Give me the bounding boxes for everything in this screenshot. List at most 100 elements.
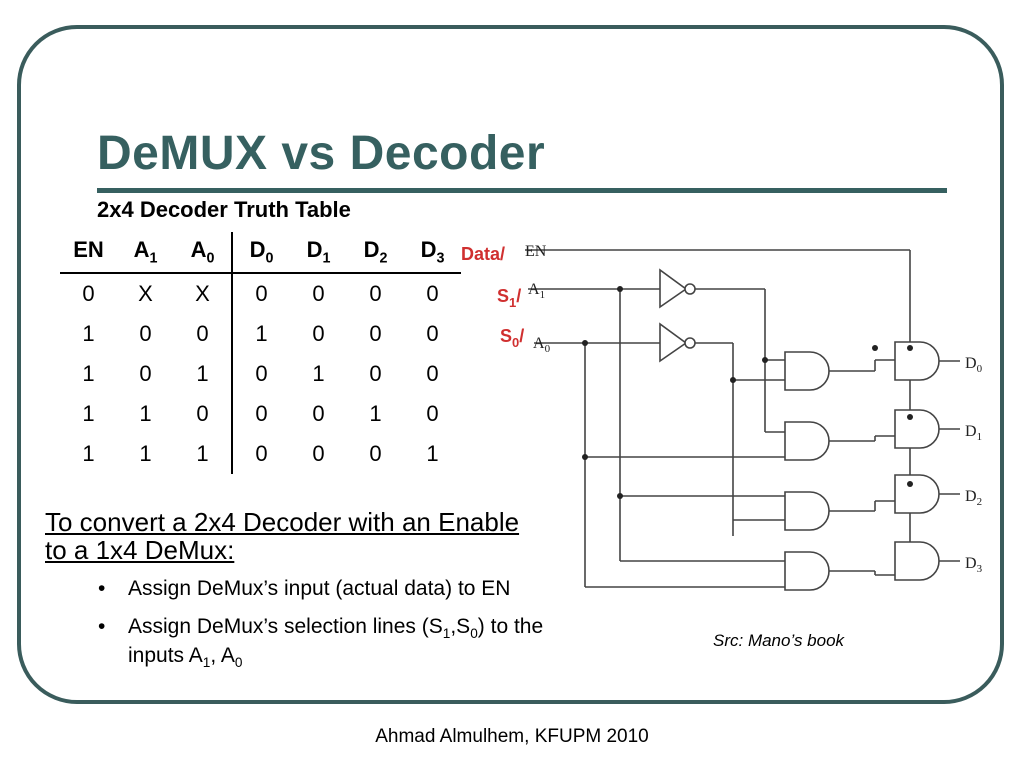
decoder-circuit-diagram: Data/ EN S1/ A1 S0/ A0 D0 D1 D2 D3 (461, 243, 983, 591)
inverter-bubble-a1 (684, 283, 696, 295)
table-cell: 1 (255, 321, 268, 346)
inverter-a0 (659, 322, 688, 363)
bullet-text-part: Assign DeMux’s selection lines (S (128, 615, 443, 638)
conversion-lead-text: To convert a 2x4 Decoder with an Enable … (45, 507, 520, 565)
bullet-text-part: ) to the inputs A (128, 615, 544, 668)
header-subscript: 0 (206, 250, 215, 267)
header-text: D (420, 237, 437, 263)
table-cell: 1 (139, 401, 152, 426)
output-d0-label: D0 (965, 355, 983, 375)
header-text: D (363, 237, 380, 263)
table-cell: 0 (312, 321, 325, 346)
and-gate-7 (894, 474, 940, 514)
and-gate-4 (784, 551, 830, 591)
table-cell: 0 (426, 401, 439, 426)
table-cell: 0 (139, 361, 152, 386)
table-cell: 0 (312, 441, 325, 466)
header-text: EN (73, 237, 104, 263)
table-cell: 0 (82, 281, 95, 306)
truth-table-column-header: D2 (347, 232, 404, 274)
header-subscript: 3 (436, 250, 445, 267)
s1-label: S1/ (497, 286, 521, 310)
table-cell: X (138, 281, 153, 306)
table-cell: 1 (312, 361, 325, 386)
slide-title: DeMUX vs Decoder (97, 127, 546, 180)
table-cell: 1 (139, 441, 152, 466)
en-label: EN (525, 243, 547, 260)
slide-frame (17, 25, 1004, 704)
bullet-text: Assign DeMux’s input (actual data) to EN (128, 577, 511, 600)
source-note: Src: Mano’s book (713, 631, 845, 650)
data-label: Data/ (461, 244, 505, 264)
and-gate-6 (894, 409, 940, 449)
table-cell: 1 (174, 354, 233, 394)
and-gate-1 (784, 351, 830, 391)
and-gate-5 (894, 341, 940, 381)
and-gate-3 (784, 491, 830, 531)
subscript: 1 (202, 655, 211, 671)
table-cell: 1 (174, 434, 233, 474)
s0-label: S0/ (500, 326, 524, 350)
table-cell: 0 (312, 401, 325, 426)
table-cell: 0 (369, 281, 382, 306)
bullet-text-part: ,S (450, 615, 471, 638)
truth-table-column-header: D3 (404, 232, 461, 274)
output-d1-label: D1 (965, 423, 982, 443)
a0-label: A0 (533, 335, 551, 355)
header-text: A (133, 237, 150, 263)
header-subscript: 2 (379, 250, 388, 267)
truth-table-column-header: D0 (232, 232, 290, 274)
table-cell: 0 (426, 321, 439, 346)
table-cell: 1 (82, 361, 95, 386)
header-subscript: 1 (322, 250, 331, 267)
table-cell: 0 (426, 361, 439, 386)
a1-label: A1 (528, 281, 545, 301)
subscript: 0 (234, 655, 243, 671)
truth-table-column-header: D1 (290, 232, 347, 274)
table-cell: 1 (426, 441, 439, 466)
and-gate-2 (784, 421, 830, 461)
header-subscript: 0 (265, 250, 274, 267)
table-cell: 0 (312, 281, 325, 306)
bullet-dot: • (98, 615, 106, 638)
footer: Ahmad Almulhem, KFUPM 2010 (375, 726, 649, 747)
table-cell: 1 (82, 441, 95, 466)
table-cell: 1 (82, 321, 95, 346)
table-cell: 1 (369, 401, 382, 426)
table-cell: 1 (82, 401, 95, 426)
table-cell: 0 (255, 441, 268, 466)
table-cell: X (174, 273, 233, 314)
bullet-text-part: , A (210, 644, 235, 668)
table-cell: 0 (369, 321, 382, 346)
table-cell: 0 (369, 441, 382, 466)
subscript: 1 (442, 626, 451, 642)
truth-table-column-header: EN (60, 232, 117, 274)
truth-table-column-header: A1 (117, 232, 174, 274)
table-cell: 0 (426, 281, 439, 306)
header-subscript: 1 (149, 250, 158, 267)
header-text: D (306, 237, 323, 263)
inverter-bubble-a0 (684, 337, 696, 349)
header-text: A (190, 237, 207, 263)
table-cell: 0 (255, 361, 268, 386)
header-text: D (249, 237, 266, 263)
bullet-item-selection: • Assign DeMux’s selection lines (S1,S0)… (98, 615, 568, 674)
table-cell: 0 (174, 314, 233, 354)
output-d2-label: D2 (965, 488, 982, 508)
output-d3-label: D3 (965, 555, 983, 575)
table-cell: 0 (174, 394, 233, 434)
title-underline (97, 188, 947, 193)
table-cell: 0 (255, 401, 268, 426)
bullet-dot: • (98, 577, 106, 600)
bullet-list: • Assign DeMux’s input (actual data) to … (98, 578, 568, 690)
bullet-item-input: • Assign DeMux’s input (actual data) to … (98, 578, 568, 600)
truth-table-column-header: A0 (174, 232, 233, 274)
